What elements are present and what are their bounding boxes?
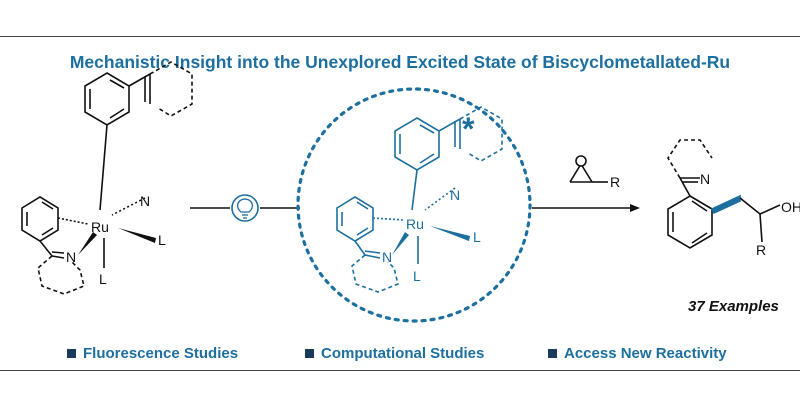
highlights-list: Fluorescence Studies Computational Studi… — [0, 345, 800, 365]
excited-state-marker: * — [462, 111, 475, 147]
bottom-divider — [0, 370, 800, 371]
epoxide-reagent — [569, 155, 608, 183]
bullet-square-icon — [67, 349, 76, 358]
page-title: Mechanistic Insight into the Unexplored … — [69, 52, 731, 72]
substituent-label: R — [610, 174, 620, 190]
complex-center — [336, 106, 503, 293]
imine-n-label: N — [382, 249, 392, 265]
product-molecule — [667, 139, 781, 249]
bullet-label: Fluorescence Studies — [83, 345, 239, 362]
bullet-square-icon — [548, 349, 557, 358]
product-labels: N OH R — [700, 171, 800, 258]
lightbulb-icon — [237, 198, 253, 219]
ligand-label: L — [413, 268, 421, 284]
bullet-label: Computational Studies — [321, 345, 485, 362]
bullet-label: Access New Reactivity — [564, 345, 727, 362]
excited-state-circle — [296, 87, 532, 323]
list-item: Computational Studies — [305, 345, 484, 362]
substituent-label: R — [756, 242, 766, 258]
complex-left-labels: Ru N N L L — [66, 193, 166, 287]
reaction-arrow — [532, 204, 640, 212]
metal-label: Ru — [406, 216, 424, 232]
bullet-square-icon — [305, 349, 314, 358]
ligand-label: L — [473, 229, 481, 245]
complex-left — [21, 61, 193, 295]
top-divider — [0, 36, 800, 37]
irradiation-arrow — [190, 194, 300, 222]
ligand-label: L — [99, 271, 107, 287]
imine-n-label: N — [450, 187, 460, 203]
imine-n-label: N — [140, 193, 150, 209]
metal-label: Ru — [91, 219, 109, 235]
hydroxyl-label: OH — [781, 199, 800, 215]
imine-n-label: N — [66, 249, 76, 265]
complex-center-labels: Ru N N L L * — [382, 111, 481, 284]
list-item: Fluorescence Studies — [67, 345, 238, 362]
examples-count: 37 Examples — [688, 298, 779, 315]
imine-n-label: N — [700, 171, 710, 187]
ligand-label: L — [158, 232, 166, 248]
list-item: Access New Reactivity — [548, 345, 727, 362]
